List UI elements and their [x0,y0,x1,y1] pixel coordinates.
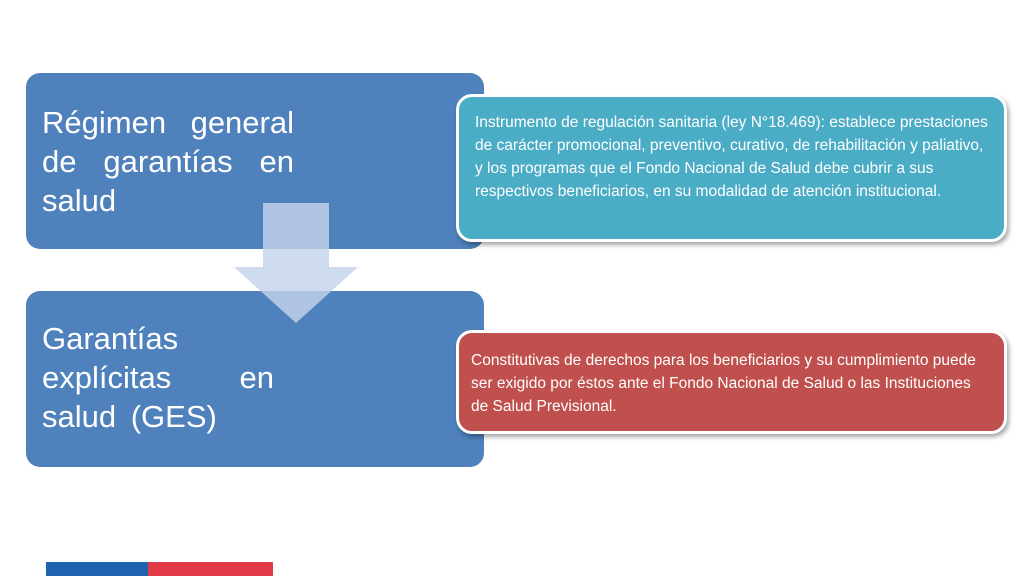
rights-callout: Constitutivas de derechos para los benef… [456,330,1007,434]
ges-label: Garantías explícitas en salud (GES) [42,321,274,434]
down-arrow-icon [234,203,358,323]
footer-bar-blue [46,562,148,576]
regimen-general-box: Régimen general de garantías en salud [26,73,484,249]
rights-callout-text: Constitutivas de derechos para los benef… [471,352,976,415]
regimen-general-label: Régimen general de garantías en salud [42,105,294,218]
footer-bar-red [148,562,273,576]
ges-box: Garantías explícitas en salud (GES) [26,291,484,467]
regulation-callout: Instrumento de regulación sanitaria (ley… [456,94,1007,242]
regulation-callout-text: Instrumento de regulación sanitaria (ley… [475,114,988,200]
